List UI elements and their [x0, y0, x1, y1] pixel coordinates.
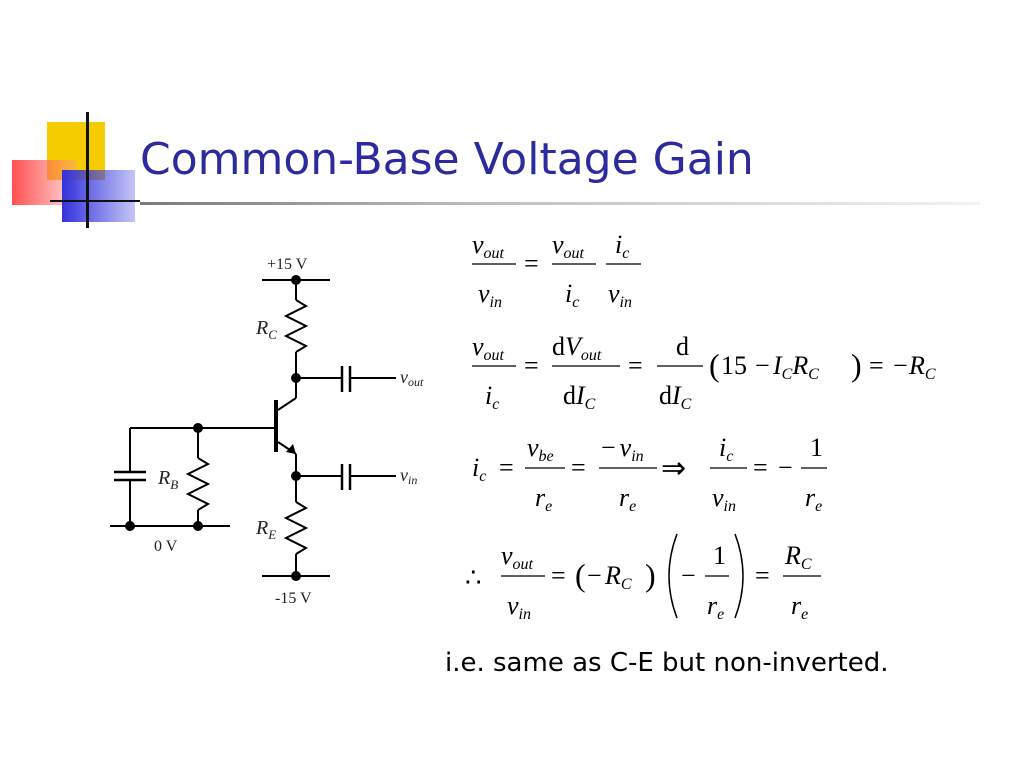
common-base-circuit-diagram: +15 V -15 V 0 V RC RE RB vout vin [110, 256, 424, 607]
label-rc: RC [255, 317, 277, 342]
svg-text:vin: vin [712, 483, 736, 515]
svg-text:d: d [676, 332, 689, 361]
equation-4: ∴ vout vin = ( − RC ) − 1 re = RC re [465, 533, 821, 623]
decor-horizontal-line [50, 200, 140, 202]
svg-text:vin: vin [478, 279, 502, 311]
label-re: RE [255, 517, 276, 542]
big-paren-left [668, 533, 678, 619]
node-dot [291, 373, 301, 383]
slide-title: Common-Base Voltage Gain [140, 134, 754, 185]
svg-text:−: − [778, 453, 793, 482]
node-dot [125, 521, 135, 531]
svg-text:dIC: dIC [563, 381, 596, 413]
decor-blue-square [62, 170, 135, 222]
svg-text:vout: vout [501, 541, 534, 573]
svg-text:=: = [499, 453, 514, 482]
node-dot [291, 571, 301, 581]
resistor-rb [185, 457, 211, 511]
label-rb: RB [157, 467, 178, 492]
svg-text:ic: ic [615, 230, 629, 262]
gain-equations: vout vin = vout ic ic vin vout ic = dVou… [465, 230, 936, 623]
svg-text:RC: RC [604, 561, 632, 593]
svg-text:dVout: dVout [552, 332, 602, 364]
svg-text:−: − [893, 351, 908, 380]
node-dot [291, 275, 301, 285]
svg-text:−vin: −vin [601, 433, 644, 465]
svg-text:⇒: ⇒ [661, 452, 686, 485]
svg-text:ic: ic [719, 433, 733, 465]
node-dot [291, 471, 301, 481]
equation-3: ic = vbe re = −vin re ⇒ ic vin = − 1 re [472, 433, 827, 515]
svg-text:1: 1 [713, 541, 726, 570]
svg-text:1: 1 [810, 433, 823, 462]
svg-text:re: re [707, 591, 724, 623]
svg-text:re: re [619, 483, 636, 515]
equation-1: vout vin = vout ic ic vin [472, 230, 641, 311]
svg-text:RC: RC [908, 351, 936, 383]
svg-text:=: = [524, 249, 539, 278]
svg-text:dIC: dIC [659, 381, 692, 413]
svg-text:−: − [755, 351, 770, 380]
equation-2: vout ic = dVout dIC = d dIC ( 15 − ICRC … [472, 332, 936, 413]
svg-text:=: = [869, 351, 884, 380]
svg-text:re: re [805, 483, 822, 515]
emitter-arrow [286, 444, 296, 454]
decor-vertical-line [86, 112, 89, 228]
title-underline [140, 202, 980, 205]
svg-text:=: = [755, 561, 770, 590]
svg-text:ic: ic [485, 381, 499, 413]
svg-text:): ) [851, 347, 862, 383]
svg-text:=: = [753, 453, 768, 482]
svg-text:): ) [645, 557, 656, 593]
caption: i.e. same as C-E but non-inverted. [445, 648, 889, 678]
svg-text:RC: RC [784, 541, 812, 573]
svg-text:=: = [628, 351, 643, 380]
svg-text:=: = [524, 351, 539, 380]
svg-text:vin: vin [507, 591, 531, 623]
svg-text:vout: vout [472, 332, 505, 364]
big-paren-right [734, 533, 744, 619]
svg-text:ic: ic [565, 279, 579, 311]
svg-text:=: = [551, 561, 566, 590]
transistor-collector [277, 397, 297, 411]
resistor-re [283, 501, 309, 555]
svg-text:vin: vin [608, 279, 632, 311]
node-dot [193, 521, 203, 531]
node-dot [193, 423, 203, 433]
svg-text:re: re [791, 591, 808, 623]
svg-text:15: 15 [721, 351, 747, 380]
svg-text:vout: vout [552, 230, 585, 262]
svg-text:=: = [571, 453, 586, 482]
svg-text:vout: vout [472, 230, 505, 262]
label-vin: vin [400, 465, 417, 487]
svg-text:ic: ic [472, 453, 486, 485]
svg-text:∴: ∴ [465, 563, 482, 592]
svg-text:(: ( [709, 347, 720, 383]
label-supply-neg: -15 V [275, 590, 312, 607]
svg-text:re: re [535, 483, 552, 515]
svg-text:−: − [587, 561, 602, 590]
svg-text:ICRC: ICRC [772, 351, 819, 383]
label-vout: vout [400, 367, 424, 389]
label-supply-pos: +15 V [267, 256, 308, 273]
svg-text:vbe: vbe [527, 433, 554, 465]
svg-text:(: ( [575, 557, 586, 593]
svg-text:−: − [681, 561, 696, 590]
resistor-rc [283, 299, 309, 353]
label-ground: 0 V [154, 538, 178, 555]
